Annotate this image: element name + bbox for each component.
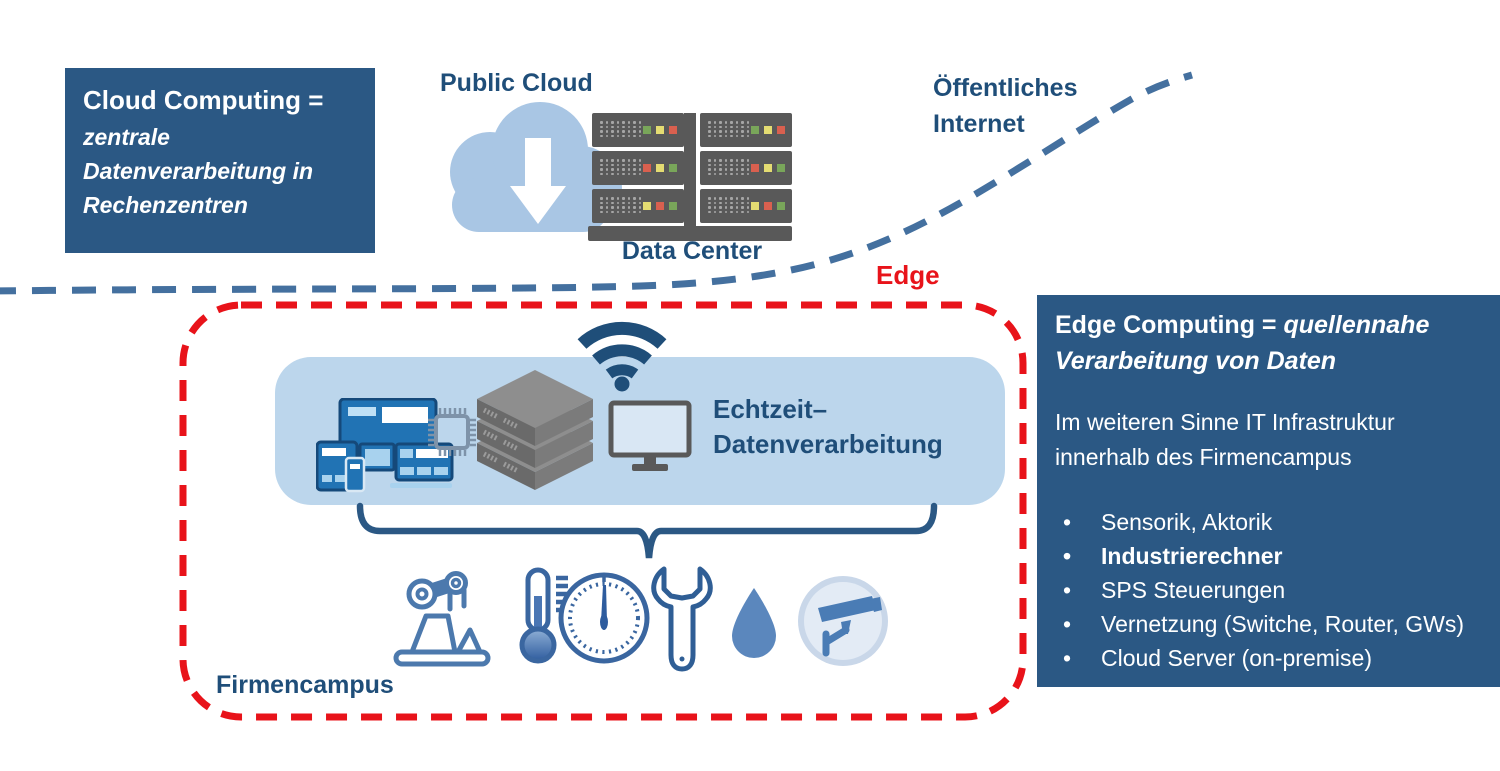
rack-frame-post	[684, 113, 696, 231]
led-yellow	[751, 202, 759, 210]
wrench-icon	[651, 566, 713, 672]
realtime-label-line1: Echtzeit–	[713, 394, 828, 424]
led-yellow	[764, 164, 772, 172]
monitor-icon	[608, 400, 692, 471]
bullet-item: Vernetzung (Switche, Router, GWs)	[1055, 607, 1484, 641]
server-rack-unit	[700, 151, 792, 185]
thermometer-icon	[519, 567, 568, 664]
led-green	[669, 202, 677, 210]
water-drop-icon	[732, 588, 776, 658]
cloud-computing-box: Cloud Computing = zentrale Datenverarbei…	[65, 68, 375, 253]
server-rack-unit	[700, 189, 792, 223]
server-racks-icon	[588, 113, 792, 241]
led-red	[669, 126, 677, 134]
server-rack-unit	[592, 189, 684, 223]
robot-arm-icon	[393, 571, 491, 667]
edge-label: Edge	[876, 260, 940, 290]
led-yellow	[656, 126, 664, 134]
bullet-item: SPS Steuerungen	[1055, 573, 1484, 607]
edge-computing-title-bold: Edge Computing	[1055, 311, 1255, 339]
bullet-item: Sensorik, Aktorik	[1055, 505, 1484, 539]
server-rack-unit	[592, 151, 684, 185]
led-red	[751, 164, 759, 172]
edge-computing-subtitle: Im weiteren Sinne IT Infrastruktur inner…	[1055, 409, 1395, 470]
led-red	[656, 202, 664, 210]
bullet-item: Cloud Server (on-premise)	[1055, 641, 1484, 675]
surveillance-camera-icon	[798, 576, 888, 666]
chip-icon	[428, 408, 476, 456]
cloud-computing-description: zentrale Datenverarbeitung in Rechenzent…	[83, 124, 314, 218]
bullet-item: Industrierechner	[1055, 539, 1484, 573]
edge-computing-box: Edge Computing = quellennahe Verarbeitun…	[1037, 295, 1500, 687]
edge-computing-title-equals: =	[1254, 311, 1284, 339]
server-rack-unit	[592, 113, 684, 147]
rack-column	[592, 113, 684, 227]
led-red	[764, 202, 772, 210]
realtime-label: Echtzeit– Datenverarbeitung	[713, 392, 943, 462]
gauge-icon	[558, 572, 650, 664]
internet-label-line2: Internet	[933, 110, 1025, 138]
edge-computing-title-italic: quellennahe Verarbeitung von Daten	[1055, 311, 1430, 375]
wifi-icon	[577, 321, 667, 392]
led-yellow	[656, 164, 664, 172]
realtime-label-line2: Datenverarbeitung	[713, 429, 943, 459]
internet-label-line1: Öffentliches	[933, 74, 1078, 102]
rack-base	[588, 226, 792, 241]
internet-label: Öffentliches Internet	[933, 70, 1077, 142]
server-stack-icon	[477, 370, 593, 490]
led-red	[777, 126, 785, 134]
server-rack-unit	[700, 113, 792, 147]
led-yellow	[643, 202, 651, 210]
led-green	[751, 126, 759, 134]
brace	[356, 502, 938, 559]
edge-computing-title: Edge Computing = quellennahe Verarbeitun…	[1055, 307, 1484, 379]
public-cloud-label: Public Cloud	[440, 69, 593, 97]
data-center-label: Data Center	[621, 237, 763, 265]
led-green	[777, 202, 785, 210]
cloud-computing-title: Cloud Computing =	[83, 85, 324, 115]
rack-column	[700, 113, 792, 227]
led-green	[669, 164, 677, 172]
bullet-list: Sensorik, AktorikIndustrierechnerSPS Ste…	[1055, 505, 1484, 675]
led-green	[777, 164, 785, 172]
led-green	[643, 126, 651, 134]
led-yellow	[764, 126, 772, 134]
devices-icon	[316, 398, 454, 493]
led-red	[643, 164, 651, 172]
download-arrow-icon	[510, 138, 566, 224]
firmencampus-label: Firmencampus	[216, 671, 394, 699]
